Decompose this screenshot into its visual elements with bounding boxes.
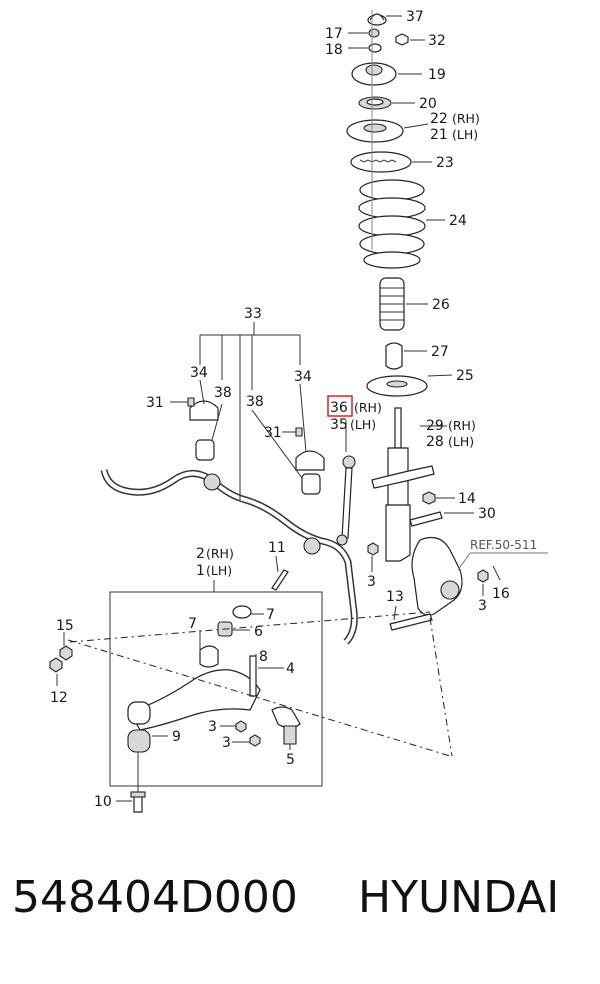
strut-mount-assembly <box>346 13 453 397</box>
label-34-right: 34 <box>294 369 312 385</box>
label-25: 25 <box>456 368 474 384</box>
label-22: 22 <box>430 111 448 127</box>
stabilizer-link <box>336 420 356 546</box>
label-22-rh: (RH) <box>452 111 480 126</box>
caption-bar: 548404D000 HYUNDAI <box>0 872 600 962</box>
reference-label: REF.50-511 <box>470 538 537 552</box>
highlight-box-36 <box>327 395 353 417</box>
bolt-nut-15-12 <box>49 632 73 686</box>
label-20: 20 <box>419 96 437 112</box>
label-12: 12 <box>50 690 68 706</box>
label-26: 26 <box>432 297 450 313</box>
label-36-rh: (RH) <box>354 400 382 415</box>
label-29: 29 <box>426 418 444 434</box>
label-37: 37 <box>406 9 424 25</box>
label-3-knuckle: 3 <box>478 598 487 614</box>
label-16: 16 <box>492 586 510 602</box>
label-4: 4 <box>286 661 295 677</box>
label-7-left: 7 <box>188 616 197 632</box>
label-3-arm-a: 3 <box>208 719 217 735</box>
label-3-strut: 3 <box>367 574 376 590</box>
label-7-right: 7 <box>266 607 275 623</box>
label-9: 9 <box>172 729 181 745</box>
label-21: 21 <box>430 127 448 143</box>
strut-knuckle-assembly <box>367 407 548 631</box>
label-28-lh: (LH) <box>448 434 474 449</box>
label-14: 14 <box>458 491 476 507</box>
callout-labels: 37 17 32 18 19 20 22 (RH) 21 (LH) 23 24 … <box>50 9 537 810</box>
label-36: 36 <box>330 400 348 416</box>
label-30: 30 <box>478 506 496 522</box>
label-31-right: 31 <box>264 425 282 441</box>
label-34-left: 34 <box>190 365 208 381</box>
part-number: 548404D000 <box>12 872 298 923</box>
label-8: 8 <box>259 649 268 665</box>
label-31-left: 31 <box>146 395 164 411</box>
label-29-rh: (RH) <box>448 418 476 433</box>
label-28: 28 <box>426 434 444 450</box>
label-15: 15 <box>56 618 74 634</box>
label-24: 24 <box>449 213 467 229</box>
label-5: 5 <box>286 752 295 768</box>
label-33: 33 <box>244 306 262 322</box>
label-23: 23 <box>436 155 454 171</box>
label-27: 27 <box>431 344 449 360</box>
label-21-lh: (LH) <box>452 127 478 142</box>
bolt-10 <box>116 752 146 813</box>
label-tree-33 <box>170 322 325 500</box>
label-17: 17 <box>325 26 343 42</box>
label-11: 11 <box>268 540 286 556</box>
label-2: 2 <box>196 546 205 562</box>
label-35-lh: (LH) <box>350 417 376 432</box>
stabilizer-bar <box>100 469 358 645</box>
label-18: 18 <box>325 42 343 58</box>
label-38-right: 38 <box>246 394 264 410</box>
label-35: 35 <box>330 417 348 433</box>
label-10: 10 <box>94 794 112 810</box>
label-38-left: 38 <box>214 385 232 401</box>
label-1-lh: (LH) <box>206 563 232 578</box>
brand-name: HYUNDAI <box>358 872 560 923</box>
lower-arm-assembly <box>109 555 323 787</box>
label-2-rh: (RH) <box>206 546 234 561</box>
label-1: 1 <box>196 563 205 579</box>
label-32: 32 <box>428 33 446 49</box>
label-3-arm-b: 3 <box>222 735 231 751</box>
label-19: 19 <box>428 67 446 83</box>
label-13: 13 <box>386 589 404 605</box>
label-6: 6 <box>254 624 263 640</box>
